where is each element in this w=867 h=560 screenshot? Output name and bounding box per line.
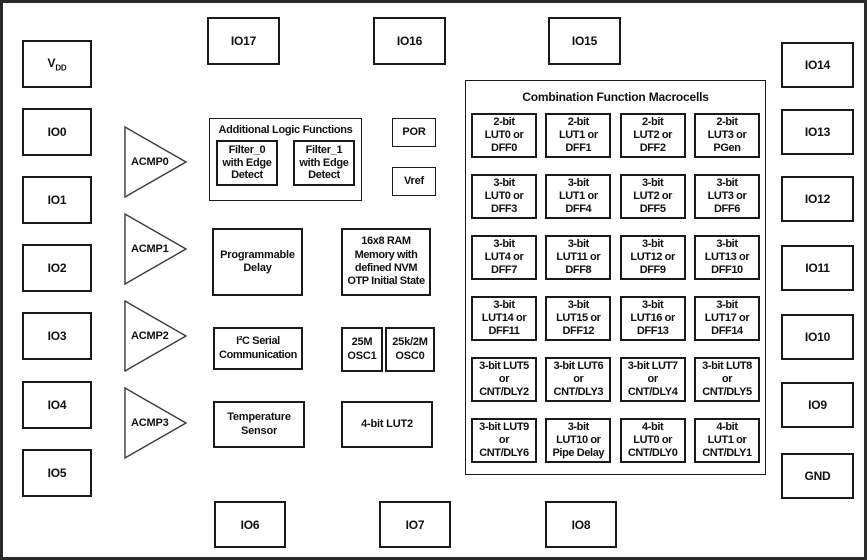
block-programmable-delay: Programmable Delay bbox=[212, 228, 303, 296]
pin-io17: IO17 bbox=[207, 17, 280, 65]
macrocell: 3-bit LUT15 or DFF12 bbox=[545, 296, 612, 341]
macrocells-title: Combination Function Macrocells bbox=[522, 90, 709, 104]
macrocell: 3-bit LUT16 or DFF13 bbox=[619, 296, 686, 341]
macrocell: 3-bit LUT2 or DFF5 bbox=[619, 174, 686, 219]
filter-row: Filter_0 with Edge Detect Filter_1 with … bbox=[210, 136, 361, 186]
macrocell: 3-bit LUT17 or DFF14 bbox=[693, 296, 760, 341]
additional-logic-title: Additional Logic Functions bbox=[218, 124, 353, 136]
macrocell: 4-bit LUT0 or CNT/DLY0 bbox=[619, 418, 686, 463]
macrocell: 3-bit LUT3 or DFF6 bbox=[693, 174, 760, 219]
pin-io7: IO7 bbox=[379, 501, 451, 548]
pin-io9: IO9 bbox=[781, 382, 854, 428]
macrocell: 3-bit LUT13 or DFF10 bbox=[693, 235, 760, 280]
macrocell: 3-bit LUT7 or CNT/DLY4 bbox=[619, 357, 686, 402]
pin-io8: IO8 bbox=[545, 501, 617, 548]
macrocells-panel: Combination Function Macrocells 2-bit LU… bbox=[465, 80, 766, 475]
block-temperature-sensor: Temperature Sensor bbox=[213, 401, 305, 448]
macrocell: 3-bit LUT8 or CNT/DLY5 bbox=[693, 357, 760, 402]
pin-io0: IO0 bbox=[22, 108, 92, 156]
pin-io13: IO13 bbox=[781, 109, 854, 155]
macrocell: 2-bit LUT2 or DFF2 bbox=[619, 113, 686, 158]
acmp0-comparator: ACMP0 bbox=[124, 126, 188, 198]
comparator-triangle-icon bbox=[124, 126, 188, 198]
pin-vdd-label: VDD bbox=[47, 55, 67, 73]
acmp1-comparator: ACMP1 bbox=[124, 213, 188, 285]
pin-io1: IO1 bbox=[22, 176, 92, 224]
macrocell: 3-bit LUT4 or DFF7 bbox=[471, 235, 537, 280]
block-osc1: 25M OSC1 bbox=[341, 327, 383, 372]
macrocell: 3-bit LUT1 or DFF4 bbox=[545, 174, 612, 219]
macrocell: 3-bit LUT12 or DFF9 bbox=[619, 235, 686, 280]
pin-io10: IO10 bbox=[781, 314, 854, 360]
pin-io15: IO15 bbox=[548, 17, 621, 65]
comparator-triangle-icon bbox=[124, 387, 188, 459]
acmp3-label: ACMP3 bbox=[131, 417, 169, 429]
pin-io11: IO11 bbox=[781, 245, 854, 291]
pin-vdd: VDD bbox=[22, 40, 92, 88]
macrocell: 3-bit LUT6 or CNT/DLY3 bbox=[545, 357, 612, 402]
comparator-triangle-icon bbox=[124, 213, 188, 285]
block-osc0: 25k/2M OSC0 bbox=[385, 327, 435, 372]
block-i2c-serial-communication: I²C Serial Communication bbox=[213, 327, 303, 370]
pin-io12: IO12 bbox=[781, 176, 854, 222]
acmp3-comparator: ACMP3 bbox=[124, 387, 188, 459]
block-vref: Vref bbox=[392, 167, 436, 196]
acmp2-label: ACMP2 bbox=[131, 330, 169, 342]
pin-io3: IO3 bbox=[22, 312, 92, 360]
block-filter-0: Filter_0 with Edge Detect bbox=[216, 140, 278, 186]
pin-io2: IO2 bbox=[22, 244, 92, 292]
macrocell: 3-bit LUT14 or DFF11 bbox=[471, 296, 537, 341]
block-additional-logic-functions: Additional Logic Functions Filter_0 with… bbox=[209, 118, 362, 201]
block-filter-1: Filter_1 with Edge Detect bbox=[293, 140, 355, 186]
macrocell: 3-bit LUT5 or CNT/DLY2 bbox=[471, 357, 537, 402]
block-4bit-lut2: 4-bit LUT2 bbox=[341, 401, 433, 448]
pin-io4: IO4 bbox=[22, 381, 92, 429]
pin-io5: IO5 bbox=[22, 449, 92, 497]
pin-gnd: GND bbox=[781, 453, 854, 499]
pin-io14: IO14 bbox=[781, 42, 854, 88]
acmp0-label: ACMP0 bbox=[131, 156, 169, 168]
macrocell: 3-bit LUT10 or Pipe Delay bbox=[545, 418, 612, 463]
macrocell: 2-bit LUT1 or DFF1 bbox=[545, 113, 612, 158]
macrocells-grid: 2-bit LUT0 or DFF0 2-bit LUT1 or DFF1 2-… bbox=[466, 104, 765, 463]
macrocell: 3-bit LUT11 or DFF8 bbox=[545, 235, 612, 280]
comparator-triangle-icon bbox=[124, 300, 188, 372]
macrocell: 3-bit LUT0 or DFF3 bbox=[471, 174, 537, 219]
pin-io6: IO6 bbox=[214, 501, 286, 548]
pin-io16: IO16 bbox=[373, 17, 446, 65]
acmp2-comparator: ACMP2 bbox=[124, 300, 188, 372]
macrocell: 4-bit LUT1 or CNT/DLY1 bbox=[693, 418, 760, 463]
macrocell: 2-bit LUT0 or DFF0 bbox=[471, 113, 537, 158]
macrocell: 3-bit LUT9 or CNT/DLY6 bbox=[471, 418, 537, 463]
macrocell: 2-bit LUT3 or PGen bbox=[693, 113, 760, 158]
block-ram-memory: 16x8 RAM Memory with defined NVM OTP Ini… bbox=[341, 228, 431, 296]
block-por: POR bbox=[392, 118, 436, 147]
acmp1-label: ACMP1 bbox=[131, 243, 169, 255]
